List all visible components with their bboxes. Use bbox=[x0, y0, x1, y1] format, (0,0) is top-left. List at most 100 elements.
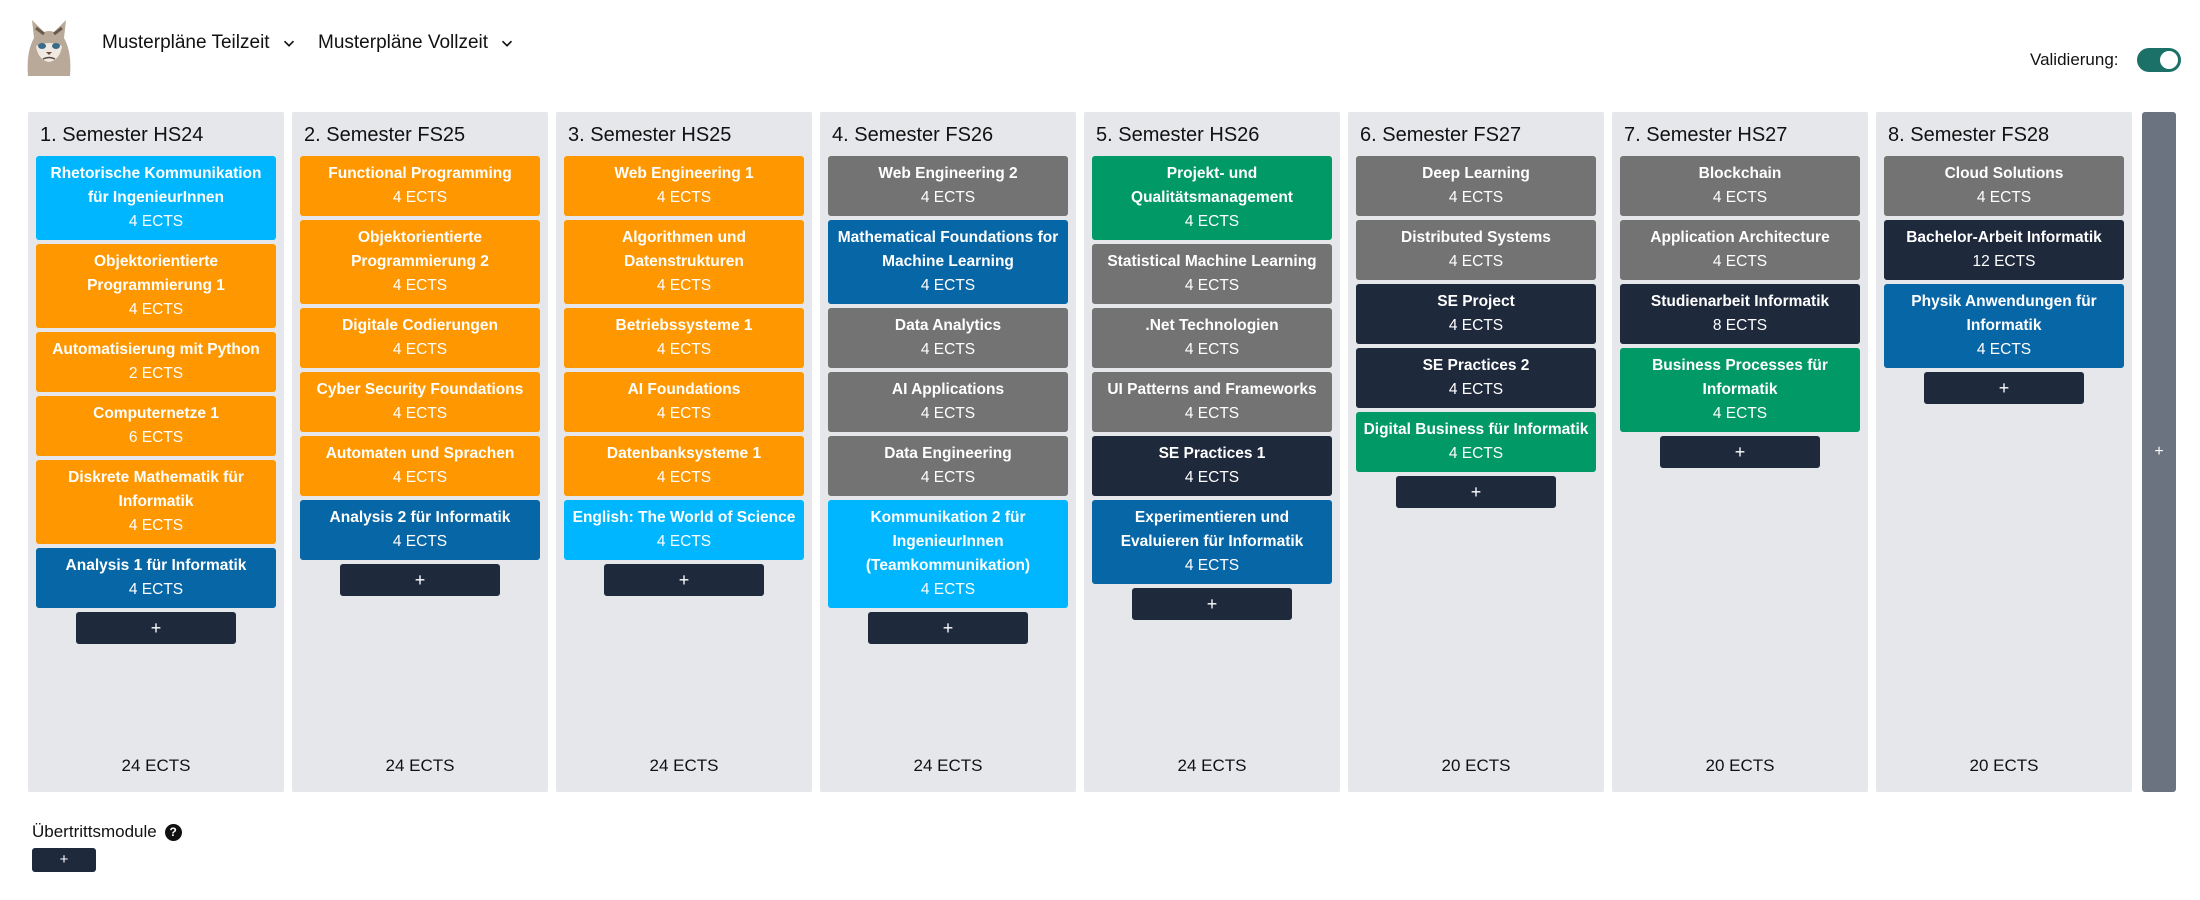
chevron-down-icon bbox=[283, 40, 294, 47]
add-module-button[interactable]: + bbox=[340, 564, 500, 596]
toggle-knob bbox=[2159, 51, 2178, 69]
add-transfer-module-button[interactable]: + bbox=[32, 848, 96, 872]
module-name: Kommunikation 2 für IngenieurInnen (Team… bbox=[865, 509, 1031, 574]
module-ects: 4 ECTS bbox=[1976, 341, 2032, 358]
module-name: Experimentieren und Evaluieren für Infor… bbox=[1120, 509, 1304, 550]
module-ects: 2 ECTS bbox=[128, 365, 184, 382]
semester-total-ects: 24 ECTS bbox=[121, 756, 191, 775]
module-card[interactable]: Data Engineering 4 ECTS bbox=[828, 436, 1068, 496]
semester-title: 5. Semester HS26 bbox=[1096, 124, 1260, 146]
module-ects: 4 ECTS bbox=[1184, 405, 1240, 422]
module-ects: 4 ECTS bbox=[1712, 405, 1768, 422]
help-icon[interactable]: ? bbox=[164, 823, 182, 841]
module-card[interactable]: Mathematical Foundations for Machine Lea… bbox=[828, 220, 1068, 304]
module-ects: 4 ECTS bbox=[392, 405, 448, 422]
module-card[interactable]: Kommunikation 2 für IngenieurInnen (Team… bbox=[828, 500, 1068, 608]
module-ects: 4 ECTS bbox=[920, 189, 976, 206]
module-name: AI Applications bbox=[891, 381, 1005, 398]
semester-total-ects: 20 ECTS bbox=[1441, 756, 1511, 775]
module-card[interactable]: Rhetorische Kommunikation für IngenieurI… bbox=[36, 156, 276, 240]
app-header: Musterpläne Teilzeit Musterpläne Vollzei… bbox=[0, 0, 2200, 110]
module-name: Betriebssysteme 1 bbox=[615, 317, 753, 334]
module-ects: 4 ECTS bbox=[1712, 253, 1768, 270]
module-card[interactable]: Experimentieren und Evaluieren für Infor… bbox=[1092, 500, 1332, 584]
module-ects: 4 ECTS bbox=[1448, 445, 1504, 462]
module-ects: 4 ECTS bbox=[1712, 189, 1768, 206]
add-semester-button[interactable]: + bbox=[2142, 112, 2176, 792]
menu-musterplaene-vollzeit[interactable]: Musterpläne Vollzeit bbox=[318, 32, 516, 54]
module-card[interactable]: Digital Business für Informatik 4 ECTS bbox=[1356, 412, 1596, 472]
semester-title: 8. Semester FS28 bbox=[1888, 124, 2050, 146]
add-module-button[interactable]: + bbox=[1396, 476, 1556, 508]
module-card[interactable]: Blockchain 4 ECTS bbox=[1620, 156, 1860, 216]
module-name: Data Engineering bbox=[884, 445, 1012, 462]
module-ects: 4 ECTS bbox=[392, 189, 448, 206]
menu-musterplaene-teilzeit[interactable]: Musterpläne Teilzeit bbox=[102, 32, 298, 54]
module-name: Blockchain bbox=[1698, 165, 1782, 182]
add-module-button[interactable]: + bbox=[1660, 436, 1820, 468]
add-module-button[interactable]: + bbox=[868, 612, 1028, 644]
module-name: Rhetorische Kommunikation für IngenieurI… bbox=[50, 165, 262, 206]
module-name: Cloud Solutions bbox=[1944, 165, 2064, 182]
module-name: Objektorientierte Programmierung 2 bbox=[351, 229, 489, 270]
module-ects: 4 ECTS bbox=[1184, 277, 1240, 294]
add-module-button[interactable]: + bbox=[1132, 588, 1292, 620]
add-module-button[interactable]: + bbox=[76, 612, 236, 644]
module-ects: 4 ECTS bbox=[656, 341, 712, 358]
semester-total-ects: 24 ECTS bbox=[1177, 756, 1247, 775]
module-ects: 4 ECTS bbox=[920, 469, 976, 486]
validation-toggle[interactable] bbox=[2136, 48, 2181, 72]
semester-total-ects: 20 ECTS bbox=[1705, 756, 1775, 775]
module-name: Physik Anwendungen für Informatik bbox=[1911, 293, 2097, 334]
module-card[interactable]: Physik Anwendungen für Informatik 4 ECTS bbox=[1884, 284, 2124, 368]
module-name: English: The World of Science bbox=[572, 509, 796, 526]
validation-label: Validierung: bbox=[2030, 50, 2119, 69]
module-name: Algorithmen und Datenstrukturen bbox=[622, 229, 746, 270]
add-module-button[interactable]: + bbox=[604, 564, 764, 596]
module-name: Digital Business für Informatik bbox=[1363, 421, 1589, 438]
module-ects: 4 ECTS bbox=[1184, 341, 1240, 358]
module-card[interactable]: Betriebssysteme 1 4 ECTS bbox=[564, 308, 804, 368]
add-module-button[interactable]: + bbox=[1924, 372, 2084, 404]
semester-title: 3. Semester HS25 bbox=[568, 124, 732, 146]
semester-title: 7. Semester HS27 bbox=[1624, 124, 1788, 146]
